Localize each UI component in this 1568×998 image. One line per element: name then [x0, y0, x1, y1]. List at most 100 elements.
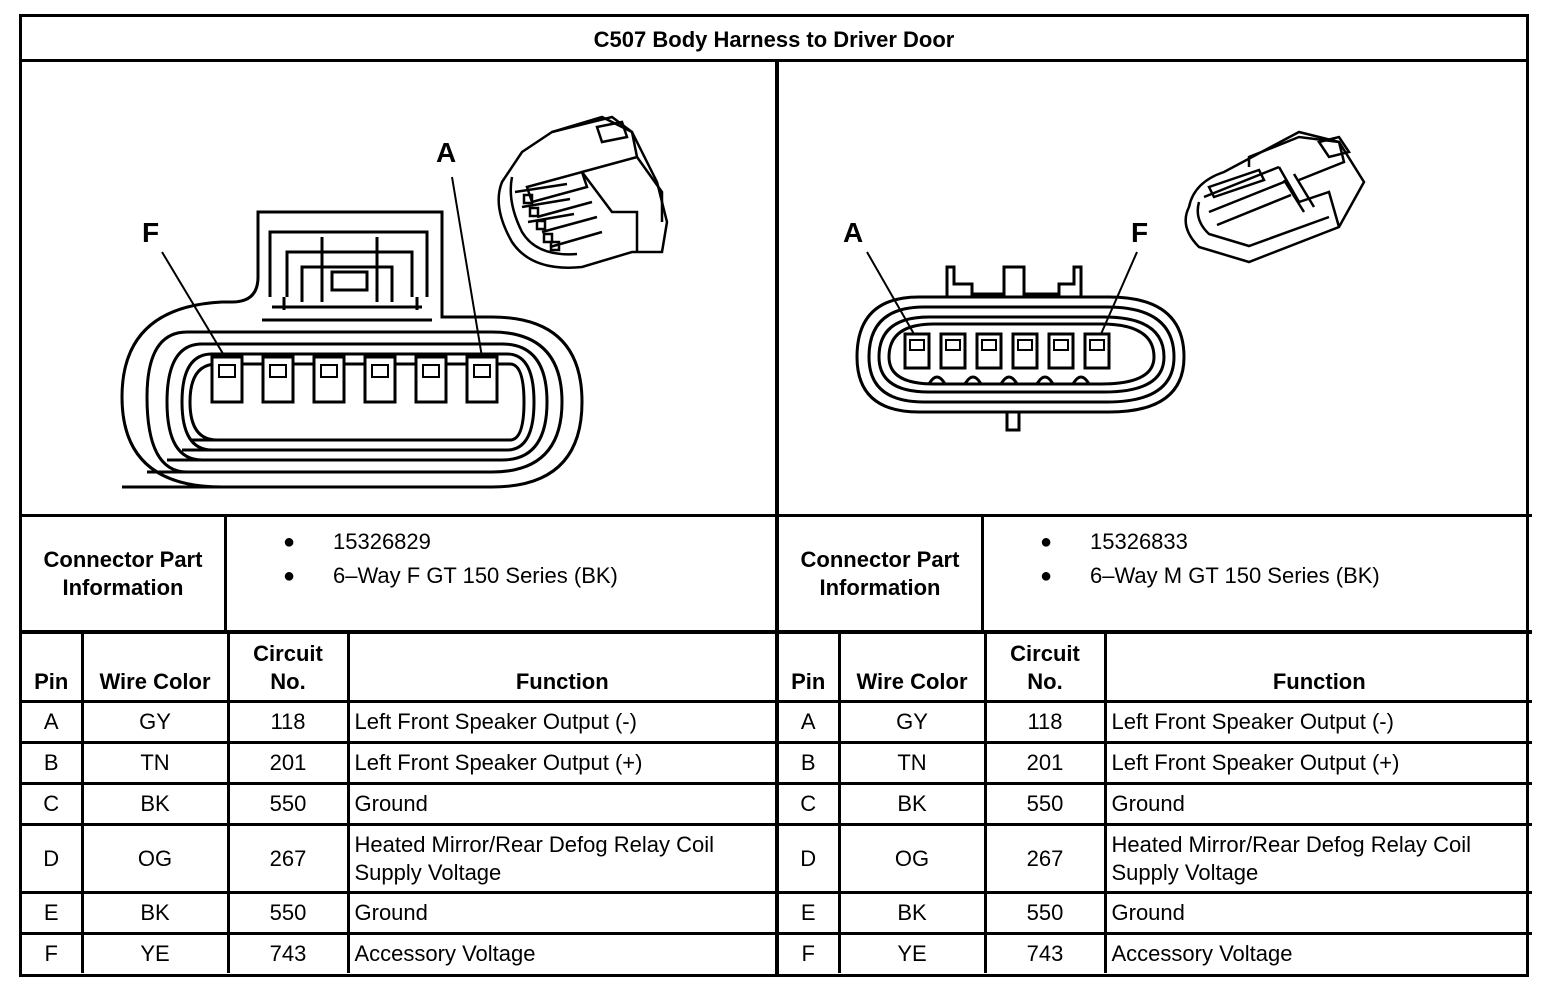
- part-number: 15326829: [333, 529, 431, 554]
- circuit-cell: 550: [226, 891, 350, 935]
- table-row: D OG 267 Heated Mirror/Rear Defog Relay …: [22, 823, 775, 894]
- part-info-item: ● 6–Way F GT 150 Series (BK): [227, 559, 775, 593]
- male-connector-3d-icon: [1184, 130, 1366, 264]
- connector-part-info: Connector Part Information ● 15326833 ● …: [779, 517, 1532, 634]
- color-cell: OG: [80, 823, 230, 894]
- pin-cell: D: [779, 823, 841, 894]
- color-cell: BK: [837, 782, 987, 826]
- connector-drawing-male: A F: [779, 62, 1532, 517]
- table-row: A GY 118 Left Front Speaker Output (-): [22, 700, 775, 744]
- function-cell: Left Front Speaker Output (-): [1103, 700, 1532, 744]
- header-function: Function: [1103, 634, 1532, 703]
- function-cell: Left Front Speaker Output (+): [1103, 741, 1532, 785]
- table-row: B TN 201 Left Front Speaker Output (+): [22, 741, 775, 785]
- part-info-list: ● 15326829 ● 6–Way F GT 150 Series (BK): [227, 525, 775, 593]
- circuit-cell: 550: [226, 782, 350, 826]
- pin-cell: F: [779, 932, 841, 973]
- circuit-cell: 201: [226, 741, 350, 785]
- center-divider: [775, 62, 779, 977]
- color-cell: BK: [80, 891, 230, 935]
- pin-cell: E: [22, 891, 84, 935]
- connector-drawing-female: F A: [22, 62, 775, 517]
- function-cell: Ground: [1103, 782, 1532, 826]
- color-cell: GY: [80, 700, 230, 744]
- pin-label-left: A: [843, 217, 863, 248]
- header-function: Function: [346, 634, 775, 703]
- color-cell: BK: [837, 891, 987, 935]
- table-row: A GY 118 Left Front Speaker Output (-): [779, 700, 1532, 744]
- info-label-line1: Connector Part: [800, 546, 960, 572]
- part-description: 6–Way F GT 150 Series (BK): [333, 563, 618, 588]
- table-row: D OG 267 Heated Mirror/Rear Defog Relay …: [779, 823, 1532, 894]
- pin-cell: E: [779, 891, 841, 935]
- circuit-cell: 743: [983, 932, 1107, 973]
- table-row: C BK 550 Ground: [22, 782, 775, 826]
- pin-cell: D: [22, 823, 84, 894]
- header-pin: Pin: [22, 634, 84, 703]
- function-cell: Ground: [346, 891, 775, 935]
- function-cell: Accessory Voltage: [1103, 932, 1532, 973]
- function-cell: Ground: [346, 782, 775, 826]
- color-cell: TN: [837, 741, 987, 785]
- color-cell: GY: [837, 700, 987, 744]
- color-cell: TN: [80, 741, 230, 785]
- table-row: C BK 550 Ground: [779, 782, 1532, 826]
- color-cell: YE: [837, 932, 987, 973]
- color-cell: BK: [80, 782, 230, 826]
- color-cell: YE: [80, 932, 230, 973]
- pin-cell: C: [22, 782, 84, 826]
- connector-part-info: Connector Part Information ● 15326829 ● …: [22, 517, 775, 634]
- female-connector-illustration: F A: [120, 115, 669, 489]
- table-row: E BK 550 Ground: [22, 891, 775, 935]
- function-cell: Ground: [1103, 891, 1532, 935]
- bullet-icon: ●: [1040, 565, 1053, 587]
- circuit-cell: 550: [983, 891, 1107, 935]
- circuit-cell: 550: [983, 782, 1107, 826]
- male-connector-illustration: A F: [843, 130, 1366, 432]
- pin-cell: C: [779, 782, 841, 826]
- part-description: 6–Way M GT 150 Series (BK): [1090, 563, 1380, 588]
- table-row: E BK 550 Ground: [779, 891, 1532, 935]
- table-row: B TN 201 Left Front Speaker Output (+): [779, 741, 1532, 785]
- pin-label-left: F: [142, 217, 159, 248]
- table-row: F YE 743 Accessory Voltage: [779, 932, 1532, 973]
- function-cell: Left Front Speaker Output (-): [346, 700, 775, 744]
- part-number: 15326833: [1090, 529, 1188, 554]
- connector-sheet: C507 Body Harness to Driver Door: [19, 14, 1532, 977]
- circuit-cell: 743: [226, 932, 350, 973]
- page-title: C507 Body Harness to Driver Door: [22, 17, 1526, 62]
- table-row: F YE 743 Accessory Voltage: [22, 932, 775, 973]
- info-label-line2: Information: [62, 574, 184, 600]
- info-label-line1: Connector Part: [43, 546, 203, 572]
- pin-cell: F: [22, 932, 84, 973]
- color-cell: OG: [837, 823, 987, 894]
- pin-cell: A: [779, 700, 841, 744]
- circuit-cell: 201: [983, 741, 1107, 785]
- info-label-line2: Information: [819, 574, 941, 600]
- circuit-cell: 267: [983, 823, 1107, 894]
- info-label: Connector Part Information: [779, 517, 984, 630]
- circuit-cell: 118: [983, 700, 1107, 744]
- pin-cell: B: [22, 741, 84, 785]
- connector-panel-male: A F Connector Part Information: [779, 62, 1532, 977]
- part-info-item: ● 15326833: [984, 525, 1532, 559]
- pin-label-right: F: [1131, 217, 1148, 248]
- part-info-item: ● 6–Way M GT 150 Series (BK): [984, 559, 1532, 593]
- info-label: Connector Part Information: [22, 517, 227, 630]
- female-connector-3d-icon: [497, 115, 669, 269]
- pin-label-right: A: [436, 137, 456, 168]
- pin-cell: B: [779, 741, 841, 785]
- function-cell: Left Front Speaker Output (+): [346, 741, 775, 785]
- bullet-icon: ●: [283, 565, 296, 587]
- header-wire-color: Wire Color: [80, 634, 230, 703]
- circuit-cell: 118: [226, 700, 350, 744]
- circuit-cell: 267: [226, 823, 350, 894]
- part-info-list: ● 15326833 ● 6–Way M GT 150 Series (BK): [984, 525, 1532, 593]
